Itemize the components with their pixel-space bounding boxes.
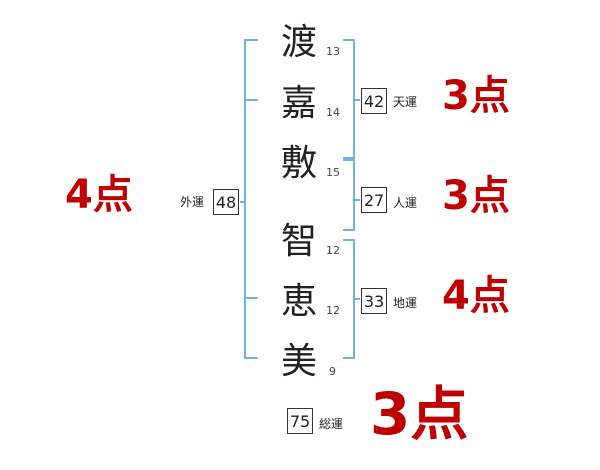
chikaku-score: 4点 [442,273,510,319]
gaikaku-value-box: 48 [213,189,239,215]
jinkaku-value: 27 [363,190,385,210]
tenkaku-score: 3点 [442,73,510,119]
gaikaku-label: 外運 [180,195,205,209]
soukaku-score: 3点 [370,380,469,448]
strokes-4: 12 [326,244,340,257]
chikaku-bracket [343,239,355,359]
char-4: 智 [281,221,318,262]
strokes-6: 9 [329,365,336,378]
outer-bracket [244,39,258,359]
jinkaku-label: 人運 [393,196,418,210]
chikaku-label: 地運 [393,296,418,310]
strokes-2: 14 [326,106,340,119]
strokes-3: 15 [326,166,340,179]
tenkaku-bracket [343,39,355,159]
chikaku-value-box: 33 [361,288,387,314]
strokes-5: 12 [326,304,340,317]
soukaku-label: 総運 [319,417,344,431]
char-3: 敷 [281,143,318,184]
chikaku-value: 33 [363,291,385,311]
soukaku-value: 75 [289,411,311,431]
char-5: 恵 [281,281,318,322]
gaikaku-value: 48 [215,192,237,212]
jinkaku-bracket [343,159,355,231]
tenkaku-label: 天運 [393,95,418,109]
jinkaku-value-box: 27 [361,187,387,213]
char-6: 美 [281,341,318,382]
tenkaku-value-box: 42 [361,88,387,114]
jinkaku-score: 3点 [442,173,510,219]
soukaku-value-box: 75 [287,408,313,434]
gaikaku-score: 4点 [65,172,133,218]
char-1: 渡 [281,22,318,63]
strokes-1: 13 [326,45,340,58]
tenkaku-value: 42 [363,91,385,111]
char-2: 嘉 [281,83,318,124]
